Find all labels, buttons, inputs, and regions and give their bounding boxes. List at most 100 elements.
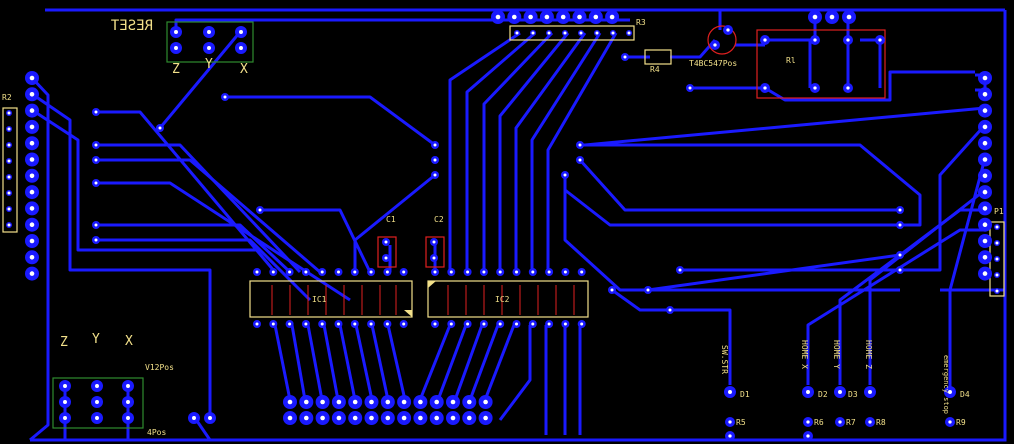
r5-label: R5 (736, 418, 746, 427)
pad-hole (898, 253, 902, 257)
pad-hole (287, 399, 293, 405)
pad-hole (29, 157, 35, 162)
pad-hole (353, 322, 357, 326)
pad-hole (352, 415, 358, 421)
pad-hole (401, 415, 407, 421)
r4-label: R4 (650, 65, 660, 74)
pad-hole (29, 222, 35, 228)
pad-hole (29, 108, 35, 113)
pad-hole (995, 225, 999, 229)
emergency-stop-label: emergency stop (942, 355, 950, 414)
pad-hole (560, 14, 566, 20)
pad-hole (898, 268, 902, 272)
pad-hole (982, 189, 988, 195)
pad-hole (610, 288, 614, 292)
pad-hole (466, 415, 472, 421)
pad-hole (384, 240, 388, 244)
pad-hole (94, 158, 98, 162)
pad-hole (482, 322, 486, 326)
pad-hole (829, 14, 835, 20)
reset-label: RESET (110, 18, 153, 34)
pad-hole (511, 14, 517, 20)
pad-hole (7, 207, 11, 211)
home-y-label: HOME Y (832, 340, 841, 369)
pad-hole (434, 415, 440, 421)
silkscreen-text: RESET X Y Z X Y Z V12Pos 4Pos R2 R3 R4 P… (2, 18, 1004, 437)
pad-hole (623, 55, 627, 59)
pad-hole (433, 158, 437, 162)
pad-hole (982, 271, 988, 276)
pad-hole (418, 399, 423, 405)
d2-label: D2 (818, 390, 828, 399)
pad-hole (627, 31, 631, 35)
pad-hole (563, 173, 567, 177)
pad-hole (95, 416, 99, 420)
pad-hole (577, 14, 582, 20)
pad-hole (369, 415, 374, 421)
pad-hole (498, 322, 502, 326)
pad-hole (29, 124, 35, 130)
jumper-y-label: Y (205, 57, 213, 72)
pad-hole (611, 31, 615, 35)
pad-hole (846, 14, 852, 20)
pad-hole (728, 390, 732, 394)
pad-hole (369, 399, 374, 405)
pad-hole (948, 420, 952, 424)
pad-hole (7, 191, 11, 195)
pad-hole (29, 75, 35, 81)
ic1-label: IC1 (312, 295, 327, 304)
pad-hole (813, 38, 817, 42)
r8-label: R8 (876, 418, 886, 427)
pad-hole (547, 31, 551, 35)
pad-hole (7, 175, 11, 179)
pad-hole (646, 288, 650, 292)
pad-hole (288, 322, 292, 326)
pad-hole (304, 270, 308, 274)
d3-label: D3 (848, 390, 858, 399)
pad-hole (94, 181, 98, 185)
pad-hole (29, 91, 35, 97)
ground-bus-trace (30, 10, 1007, 442)
pad-hole (94, 110, 98, 114)
pad-hole (846, 86, 850, 90)
pad-hole (402, 270, 406, 274)
pad-hole (433, 143, 437, 147)
pad-hole (982, 140, 988, 146)
pad-hole (94, 238, 98, 242)
r3-label: R3 (636, 18, 646, 27)
pad-hole (995, 257, 999, 261)
trace-network (29, 10, 1005, 442)
pad-hole (29, 271, 35, 276)
v12pos-label: V12Pos (145, 363, 174, 372)
pad-hole (450, 399, 456, 405)
pad-hole (763, 86, 767, 90)
d1-label: D1 (740, 390, 750, 399)
pad-hole (515, 270, 518, 274)
pad-hole (29, 140, 35, 146)
pad-hole (369, 322, 373, 326)
pad-hole (982, 238, 988, 244)
stop-switch-label: SW.STR (720, 345, 729, 374)
pad-hole (369, 270, 373, 274)
pad-hole (898, 208, 902, 212)
pad-hole (982, 91, 988, 97)
pad-hole (94, 223, 98, 227)
axis-z-label: Z (60, 335, 68, 350)
ic2-label: IC2 (495, 295, 510, 304)
pad-hole (593, 14, 599, 20)
pad-hole (303, 415, 309, 421)
pad-hole (63, 400, 67, 404)
pad-hole (483, 399, 488, 405)
pad-hole (7, 143, 11, 147)
pad-hole (7, 127, 11, 131)
pad-hole (450, 415, 456, 421)
pad-hole (483, 415, 488, 421)
pad-hole (547, 322, 551, 326)
pad-hole (337, 322, 340, 326)
pad-hole (434, 399, 440, 405)
pad-hole (320, 270, 324, 274)
pad-hole (95, 384, 99, 388)
pad-hole (995, 289, 999, 293)
pad-hole (982, 108, 988, 113)
pad-hole (579, 31, 583, 35)
